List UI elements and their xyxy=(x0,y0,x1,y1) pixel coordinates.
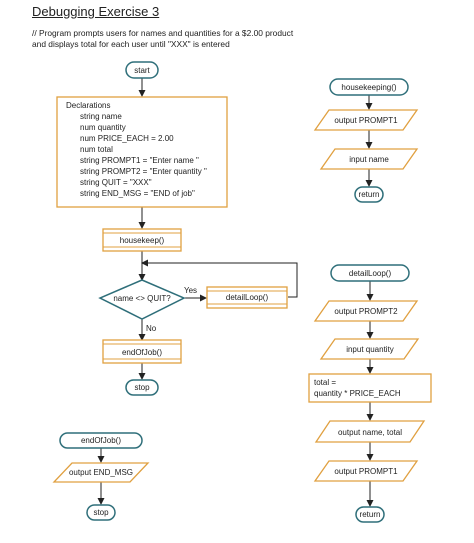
decl-line: num quantity xyxy=(80,123,126,132)
housekeeping-header-label: housekeeping() xyxy=(341,83,396,92)
output-prompt1-parallelogram xyxy=(313,109,419,131)
output-name-total-label: output name, total xyxy=(338,428,402,437)
decl-line: num PRICE_EACH = 2.00 xyxy=(80,134,174,143)
endofjob-call-box xyxy=(102,339,182,364)
comment-line-1: // Program prompts users for names and q… xyxy=(32,28,294,38)
detail-call-label: detailLoop() xyxy=(226,293,269,302)
housekeeping-module: housekeeping() output PROMPT1 input name… xyxy=(313,78,419,203)
output-prompt1-parallelogram xyxy=(313,460,419,482)
endofjob-header-terminal xyxy=(59,432,143,449)
input-quantity-label: input quantity xyxy=(346,345,394,354)
loop-back-connector xyxy=(141,259,298,298)
housekeeping-return-label: return xyxy=(359,190,380,199)
page-title: Debugging Exercise 3 xyxy=(32,4,160,19)
decl-line: string PROMPT1 = "Enter name " xyxy=(80,156,199,165)
output-endmsg-label: output END_MSG xyxy=(69,468,133,477)
compute-total-line-2: quantity * PRICE_EACH xyxy=(314,389,401,398)
decision-diamond xyxy=(98,279,186,320)
decl-line: string name xyxy=(80,112,122,121)
housekeeping-return-terminal xyxy=(354,186,384,203)
detailloop-return-label: return xyxy=(360,510,381,519)
housekeeping-header-terminal xyxy=(329,78,409,96)
decl-line: string QUIT = "XXX" xyxy=(80,178,152,187)
housekeep-call-box xyxy=(102,228,182,252)
decision-label: name <> QUIT? xyxy=(113,294,171,303)
detailloop-return-terminal xyxy=(355,506,385,523)
yes-label: Yes xyxy=(184,286,197,295)
output-endmsg-parallelogram xyxy=(52,462,150,483)
no-label: No xyxy=(146,324,157,333)
main-flow: start Declarations string name num quant… xyxy=(56,61,298,396)
stop-terminal xyxy=(125,379,159,396)
decl-heading: Declarations xyxy=(66,101,110,110)
output-prompt2-parallelogram xyxy=(313,300,419,322)
compute-total-box xyxy=(308,373,432,403)
decl-line: string END_MSG = "END of job" xyxy=(80,189,195,198)
endofjob-stop-terminal xyxy=(86,504,116,521)
endofjob-stop-label: stop xyxy=(93,508,109,517)
endofjob-call-label: endOfJob() xyxy=(122,348,162,357)
input-quantity-parallelogram xyxy=(319,338,420,360)
output-prompt1-label: output PROMPT1 xyxy=(334,116,398,125)
housekeep-call-label: housekeep() xyxy=(120,236,165,245)
detailloop-module: detailLoop() output PROMPT2 input quanti… xyxy=(308,264,432,523)
detailloop-header-label: detailLoop() xyxy=(349,269,392,278)
output-name-total-parallelogram xyxy=(314,420,426,443)
start-label: start xyxy=(134,66,150,75)
detailloop-header-terminal xyxy=(330,264,410,282)
endofjob-module: endOfJob() output END_MSG stop xyxy=(52,432,150,521)
stop-label: stop xyxy=(134,383,150,392)
output-prompt1-label: output PROMPT1 xyxy=(334,467,398,476)
output-prompt2-label: output PROMPT2 xyxy=(334,307,398,316)
comment-line-2: and displays total for each user until "… xyxy=(32,39,230,49)
decl-line: num total xyxy=(80,145,113,154)
input-name-parallelogram xyxy=(319,148,419,170)
endofjob-header-label: endOfJob() xyxy=(81,436,121,445)
declarations-box xyxy=(56,96,228,208)
start-terminal xyxy=(125,61,159,79)
compute-total-line-1: total = xyxy=(314,378,336,387)
input-name-label: input name xyxy=(349,155,389,164)
detail-call-box xyxy=(206,286,288,309)
decl-line: string PROMPT2 = "Enter quantity " xyxy=(80,167,207,176)
program-comment: // Program prompts users for names and q… xyxy=(32,28,332,50)
